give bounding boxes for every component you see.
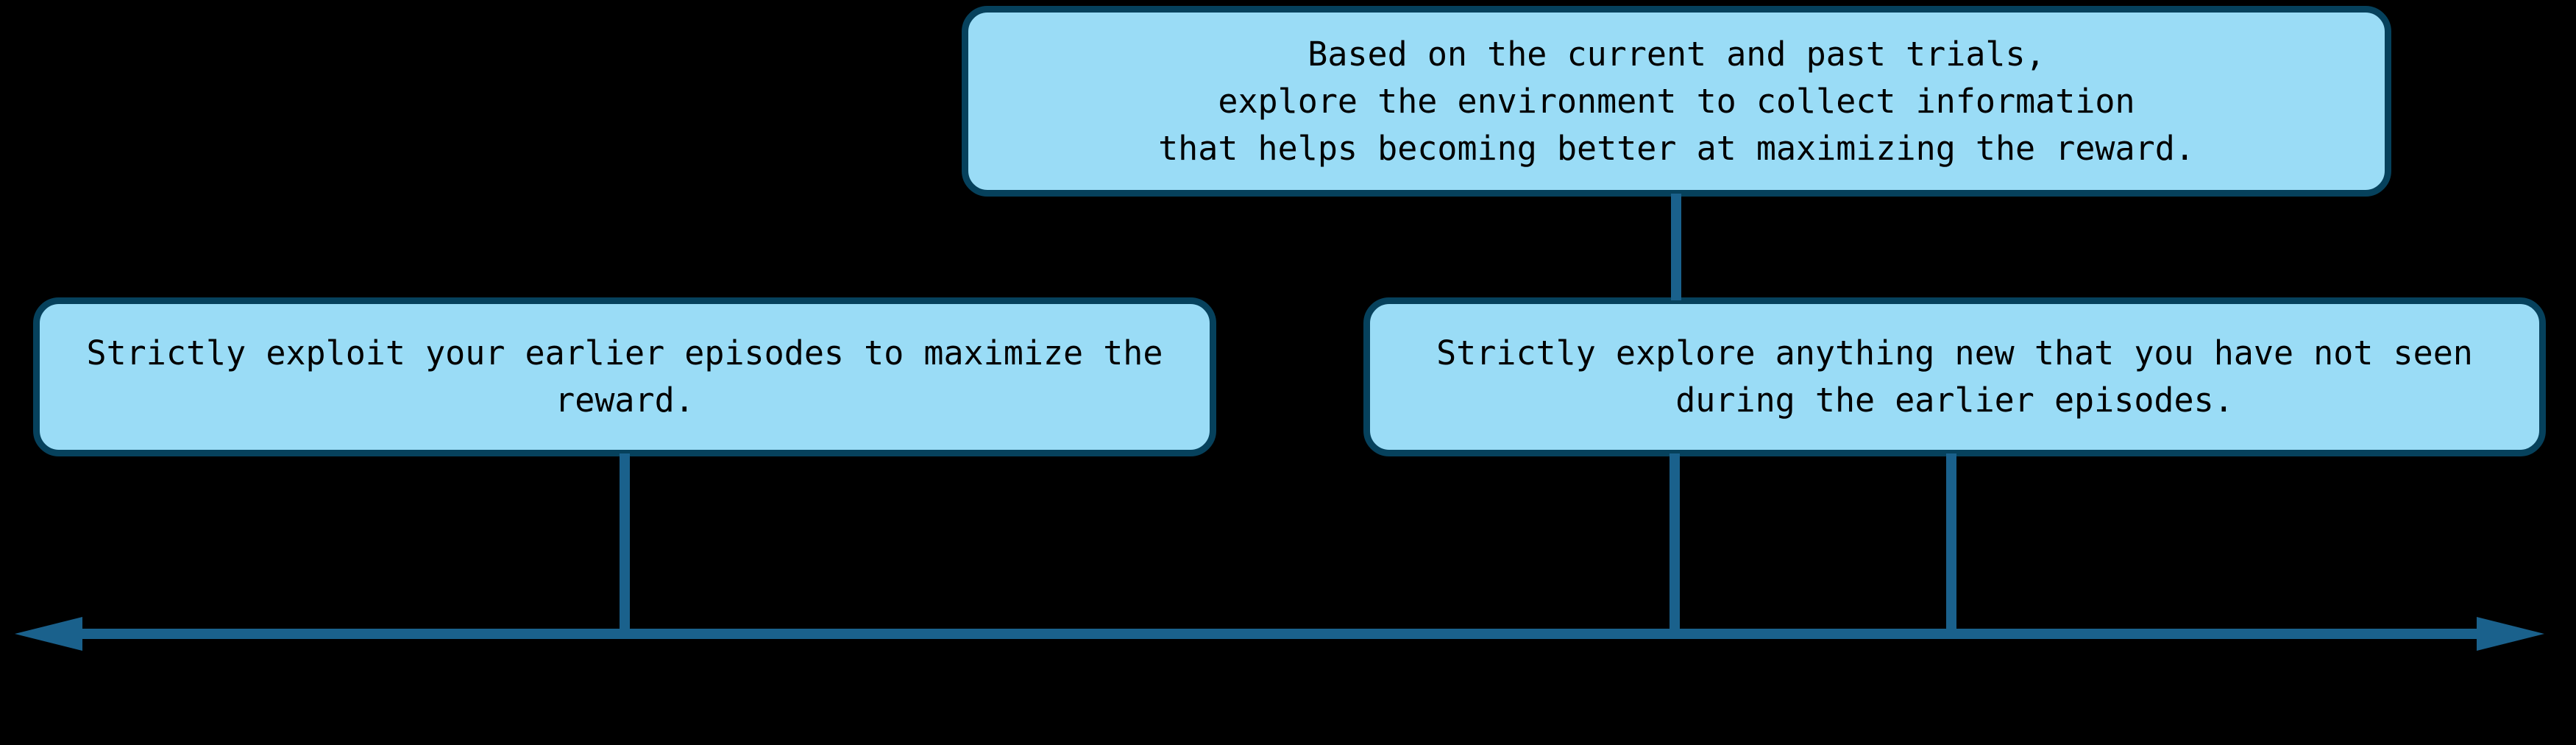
connector-right-box-to-axis xyxy=(1946,453,1956,635)
axis-right-arrowhead-icon xyxy=(2477,617,2544,651)
axis-left-arrowhead-icon xyxy=(15,617,82,651)
connector-top-box-to-right-box xyxy=(1671,194,1681,300)
explore-to-maximize-reward-box: Based on the current and past trials, ex… xyxy=(962,6,2391,197)
strict-exploration-box: Strictly explore anything new that you h… xyxy=(1363,297,2546,456)
strict-exploration-text: Strictly explore anything new that you h… xyxy=(1436,333,2473,420)
strict-exploitation-box: Strictly exploit your earlier episodes t… xyxy=(33,297,1216,456)
connector-left-box-to-axis xyxy=(620,453,630,635)
axis-line xyxy=(66,629,2487,639)
explore-to-maximize-reward-text: Based on the current and past trials, ex… xyxy=(1158,34,2195,168)
strict-exploitation-text: Strictly exploit your earlier episodes t… xyxy=(86,333,1163,420)
connector-top-box-position-to-axis xyxy=(1670,453,1680,635)
